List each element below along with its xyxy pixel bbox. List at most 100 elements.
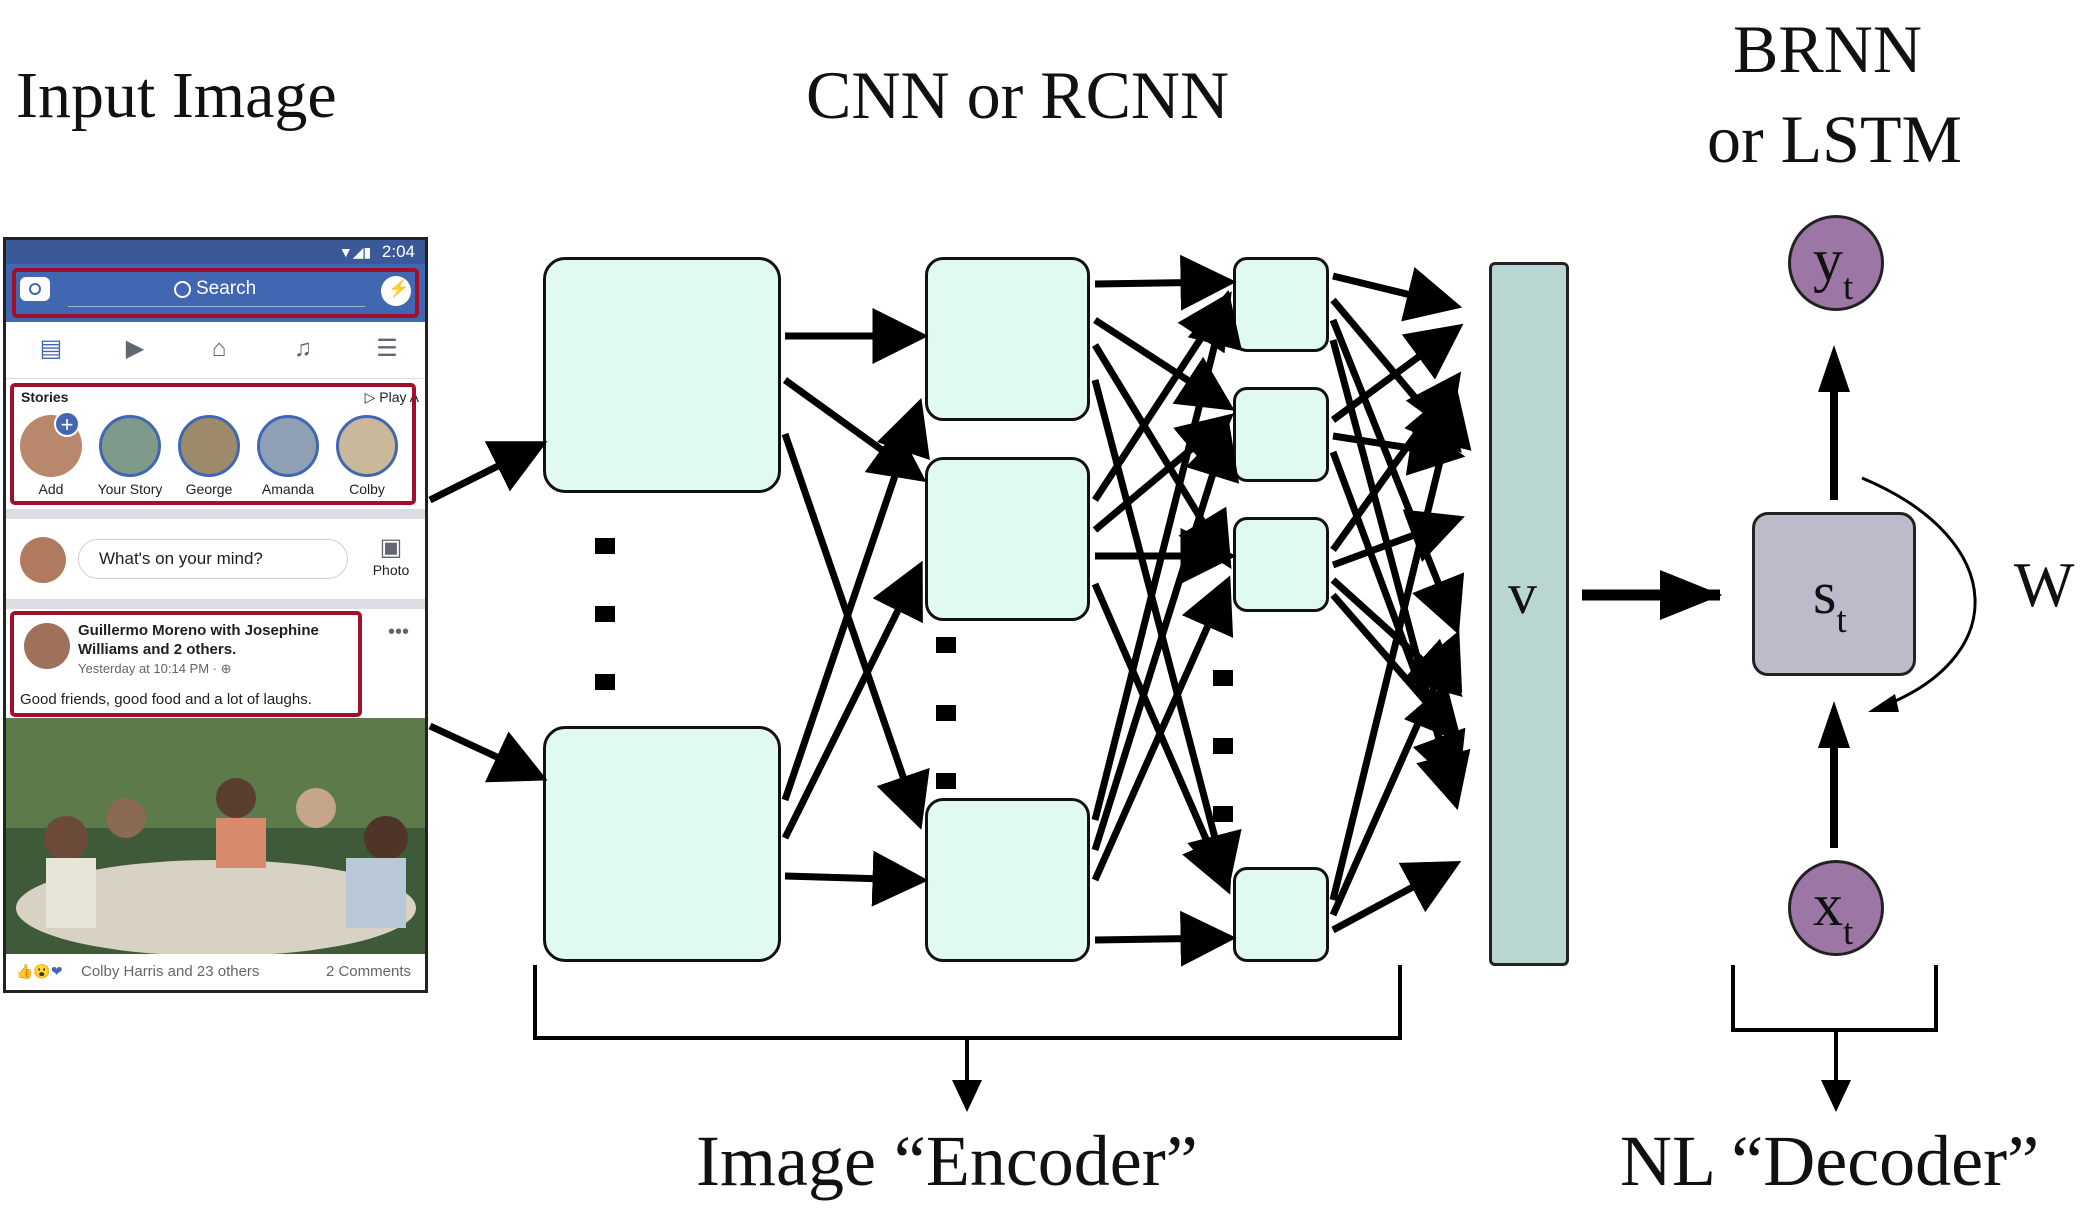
post-author: Guillermo Moreno with Josephine Williams… [78,622,319,658]
arrow-input-to-state-head [1818,701,1850,748]
feature-vector-v [1489,262,1569,966]
highlight-box-header [12,268,419,318]
cnn-layer2-node-3 [925,798,1090,962]
news-feed-icon: ▤ [39,335,63,362]
story-label: Colby [349,481,385,497]
arrow-phone-to-layer1-top [428,441,548,504]
cnn-layer3-node-2 [1233,387,1329,482]
brnn-title-line2: or LSTM [1707,101,1962,177]
story-item: Amanda [255,415,321,497]
notifications-bell-icon: ♫ [294,335,312,362]
divider [6,599,425,609]
photo-label: Photo [372,562,410,578]
composer-placeholder: What's on your mind? [99,549,263,568]
state-label: st [1813,559,1847,641]
encoder-label: Image “Encoder” [696,1121,1198,1201]
arrow-v-to-state-head [1660,570,1722,620]
y-subscript: t [1843,266,1854,308]
comments-count: 2 Comments [325,963,411,980]
search-underline [68,306,365,307]
output-node-y: yt [1788,215,1884,311]
stories-header: Stories [21,389,69,405]
decoder-bracket-arrowhead [1821,1080,1851,1112]
input-label: xt [1813,871,1853,953]
post-text: Good friends, good food and a lot of lau… [20,691,312,708]
encoder-bracket [533,965,1402,1095]
s-symbol: s [1813,560,1837,626]
edges-layer3-to-v [1329,267,1472,934]
search-header: Search [6,264,425,322]
story-item: Your Story [97,415,163,497]
add-story-plus-icon: + [54,411,80,437]
y-symbol: y [1813,227,1843,293]
search-icon [174,281,191,298]
post-header: Guillermo Moreno with Josephine Williams… [6,609,425,721]
cnn-layer3-node-3 [1233,517,1329,612]
post-photo [6,718,425,954]
avatar [20,537,66,583]
avatar [257,415,319,477]
avatar [336,415,398,477]
reactions-bar: 👍😮❤ Colby Harris and 23 others 2 Comment… [6,954,425,990]
input-image-title: Input Image [16,59,337,132]
more-options-icon: ••• [387,621,409,643]
nav-bar: ▤ ▶ ⌂ ♫ ☰ [6,322,425,379]
post-time: Yesterday at 10:14 PM · ⊕ [78,661,232,676]
x-subscript: t [1843,911,1854,953]
composer: What's on your mind? ▣ Photo [6,519,425,599]
messenger-icon [381,276,411,306]
decoder-label: NL “Decoder” [1620,1121,2040,1201]
input-node-x: xt [1788,860,1884,956]
recurrent-weight-label: W [2014,549,2075,620]
recurrent-loop-arrow [1861,476,1977,710]
story-label: Your Story [97,481,163,497]
photo-icon: ▣ [379,534,403,561]
cnn-layer3-node-4 [1233,867,1329,962]
status-time: 2:04 [381,242,415,261]
cnn-layer1-node-bottom [543,726,781,962]
recurrent-loop-arrow-head [1868,694,1899,712]
marketplace-icon: ⌂ [211,335,227,362]
highlight-box-stories [10,383,416,505]
photo-button: ▣ Photo [369,533,413,578]
menu-icon: ☰ [376,335,398,362]
encoder-bracket-arrowhead [952,1080,982,1112]
status-bar: ▼◢▮ 2:04 [6,240,425,264]
edges-layer1-layer2 [781,308,930,907]
cnn-layer2-node-2 [925,457,1090,621]
hidden-state-node-s: st [1752,512,1916,676]
avatar [178,415,240,477]
arrow-state-to-output-head [1818,345,1850,392]
decoder-bracket [1731,965,1938,1095]
search-label: Search [196,278,257,299]
play-all-link: ▷ Play A [364,389,419,405]
edges-layer2-layer3 [1091,254,1243,967]
x-symbol: x [1813,872,1843,938]
cnn-title: CNN or RCNN [806,57,1230,133]
composer-input: What's on your mind? [78,539,348,579]
camera-icon [20,277,50,301]
cnn-layer2-node-1 [925,257,1090,421]
reaction-icons: 👍😮❤ [16,963,63,979]
story-item: George [176,415,242,497]
wifi-signal-battery-icon: ▼◢▮ [338,244,372,260]
divider [6,509,425,519]
reactions-count: Colby Harris and 23 others [81,963,260,980]
arrow-phone-to-layer1-bottom [428,722,548,783]
avatar [24,623,70,669]
story-item: Colby [334,415,400,497]
highlight-box-post [10,611,362,717]
cnn-layer1-node-top [543,257,781,493]
ellipsis-dots [595,538,1233,822]
input-phone-screenshot: ▼◢▮ 2:04 Search ▤ ▶ ⌂ ♫ ☰ Stories ▷ Play… [3,237,428,993]
output-label: yt [1813,226,1853,308]
story-label: George [185,481,233,497]
story-label: Amanda [261,481,315,497]
s-subscript: t [1836,599,1847,641]
story-label: Add [38,481,64,497]
story-item: + Add [18,411,84,497]
brnn-title-line1: BRNN [1733,11,1922,87]
cnn-layer3-node-1 [1233,257,1329,352]
